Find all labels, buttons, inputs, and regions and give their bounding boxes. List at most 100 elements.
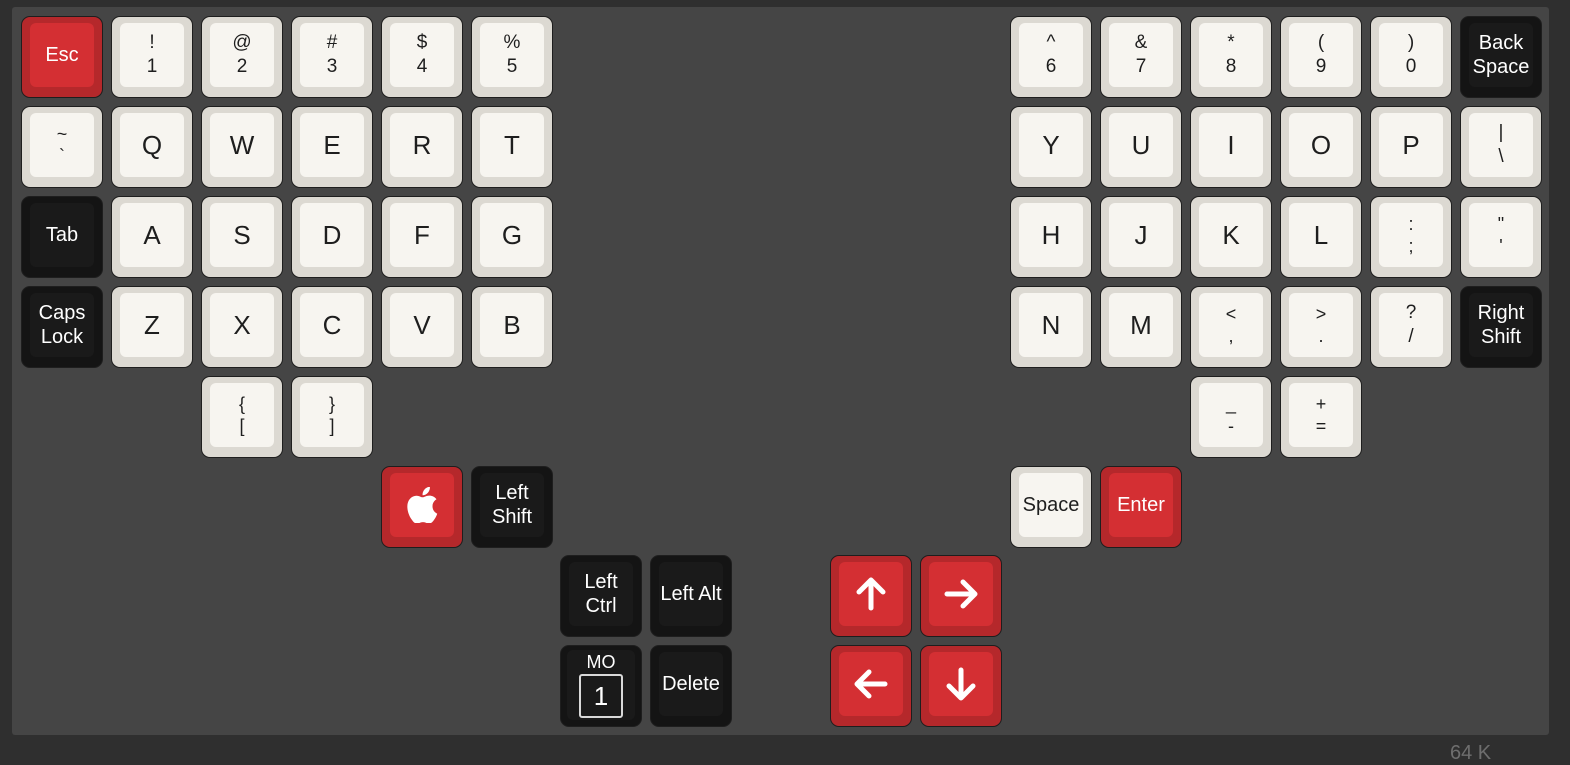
key-tab-label: Tab <box>45 224 79 246</box>
key-quote[interactable]: "' <box>1460 196 1542 278</box>
key-v[interactable]: V <box>381 286 463 368</box>
key-8[interactable]: *8 <box>1190 16 1272 98</box>
key-f[interactable]: F <box>381 196 463 278</box>
key-backslash[interactable]: |\ <box>1460 106 1542 188</box>
key-t[interactable]: T <box>471 106 553 188</box>
key-arrow-down[interactable] <box>920 645 1002 727</box>
key-leftshift-line2: Shift <box>491 506 533 528</box>
key-u[interactable]: U <box>1100 106 1182 188</box>
key-lbracket[interactable]: {[ <box>201 376 283 458</box>
key-rightshift-line2: Shift <box>1480 326 1522 348</box>
key-grave-base-label: ` <box>59 146 65 166</box>
key-rbracket[interactable]: }] <box>291 376 373 458</box>
arrow-left-icon <box>853 666 889 702</box>
key-z[interactable]: Z <box>111 286 193 368</box>
key-k[interactable]: K <box>1190 196 1272 278</box>
key-9[interactable]: (9 <box>1280 16 1362 98</box>
key-semicolon-shift-label: : <box>1408 214 1414 234</box>
key-0-base-label: 0 <box>1405 56 1417 77</box>
key-n-label: N <box>1041 310 1061 340</box>
key-gui-command[interactable] <box>381 466 463 548</box>
key-c-label: C <box>322 310 342 340</box>
key-b[interactable]: B <box>471 286 553 368</box>
key-7-base-label: 7 <box>1135 56 1147 77</box>
key-q[interactable]: Q <box>111 106 193 188</box>
key-leftalt[interactable]: Left Alt <box>650 555 732 637</box>
key-e[interactable]: E <box>291 106 373 188</box>
key-backspace-line2: Space <box>1472 56 1530 78</box>
arrow-down-icon <box>943 666 979 702</box>
key-q-label: Q <box>141 130 163 160</box>
key-4[interactable]: $4 <box>381 16 463 98</box>
key-5-shift-label: % <box>503 32 521 53</box>
key-1[interactable]: !1 <box>111 16 193 98</box>
key-slash-shift-label: ? <box>1405 302 1417 323</box>
key-3[interactable]: #3 <box>291 16 373 98</box>
key-a[interactable]: A <box>111 196 193 278</box>
key-comma-base-label: , <box>1228 326 1234 346</box>
key-arrow-left[interactable] <box>830 645 912 727</box>
key-i[interactable]: I <box>1190 106 1272 188</box>
key-equal[interactable]: += <box>1280 376 1362 458</box>
key-l-label: L <box>1313 220 1329 250</box>
key-h[interactable]: H <box>1010 196 1092 278</box>
key-space[interactable]: Space <box>1010 466 1092 548</box>
key-2-shift-label: @ <box>232 32 252 53</box>
key-delete[interactable]: Delete <box>650 645 732 727</box>
key-arrow-right[interactable] <box>920 555 1002 637</box>
key-leftshift-line1: Left <box>495 482 529 504</box>
key-tab[interactable]: Tab <box>21 196 103 278</box>
key-m[interactable]: M <box>1100 286 1182 368</box>
key-d[interactable]: D <box>291 196 373 278</box>
key-c[interactable]: C <box>291 286 373 368</box>
key-6[interactable]: ^6 <box>1010 16 1092 98</box>
key-backslash-base-label: \ <box>1498 146 1504 167</box>
key-minus-base-label: - <box>1228 416 1234 436</box>
key-r[interactable]: R <box>381 106 463 188</box>
key-j[interactable]: J <box>1100 196 1182 278</box>
key-comma[interactable]: <, <box>1190 286 1272 368</box>
key-enter[interactable]: Enter <box>1100 466 1182 548</box>
key-esc-label: Esc <box>45 44 79 66</box>
key-l[interactable]: L <box>1280 196 1362 278</box>
key-g[interactable]: G <box>471 196 553 278</box>
key-3-base-label: 3 <box>326 56 338 77</box>
key-x[interactable]: X <box>201 286 283 368</box>
key-arrow-up[interactable] <box>830 555 912 637</box>
key-d-label: D <box>322 220 342 250</box>
key-esc[interactable]: Esc <box>21 16 103 98</box>
arrow-right-icon <box>943 576 979 612</box>
key-o[interactable]: O <box>1280 106 1362 188</box>
arrow-up-icon <box>853 576 889 612</box>
key-b-label: B <box>503 310 521 340</box>
key-semicolon[interactable]: :; <box>1370 196 1452 278</box>
key-y[interactable]: Y <box>1010 106 1092 188</box>
key-slash[interactable]: ?/ <box>1370 286 1452 368</box>
key-4-shift-label: $ <box>416 32 428 53</box>
key-0[interactable]: )0 <box>1370 16 1452 98</box>
key-mo-layer-1[interactable]: MO 1 <box>560 645 642 727</box>
key-h-label: H <box>1041 220 1061 250</box>
key-minus[interactable]: _- <box>1190 376 1272 458</box>
key-2[interactable]: @2 <box>201 16 283 98</box>
key-w[interactable]: W <box>201 106 283 188</box>
key-g-label: G <box>501 220 523 250</box>
key-period[interactable]: >. <box>1280 286 1362 368</box>
key-5[interactable]: %5 <box>471 16 553 98</box>
key-6-shift-label: ^ <box>1046 32 1056 53</box>
key-grave[interactable]: ~` <box>21 106 103 188</box>
key-s[interactable]: S <box>201 196 283 278</box>
key-1-shift-label: ! <box>149 32 155 53</box>
key-9-base-label: 9 <box>1315 56 1327 77</box>
key-p[interactable]: P <box>1370 106 1452 188</box>
key-n[interactable]: N <box>1010 286 1092 368</box>
key-equal-shift-label: + <box>1315 394 1327 414</box>
key-6-base-label: 6 <box>1045 56 1057 77</box>
key-backslash-shift-label: | <box>1498 122 1504 143</box>
key-7[interactable]: &7 <box>1100 16 1182 98</box>
